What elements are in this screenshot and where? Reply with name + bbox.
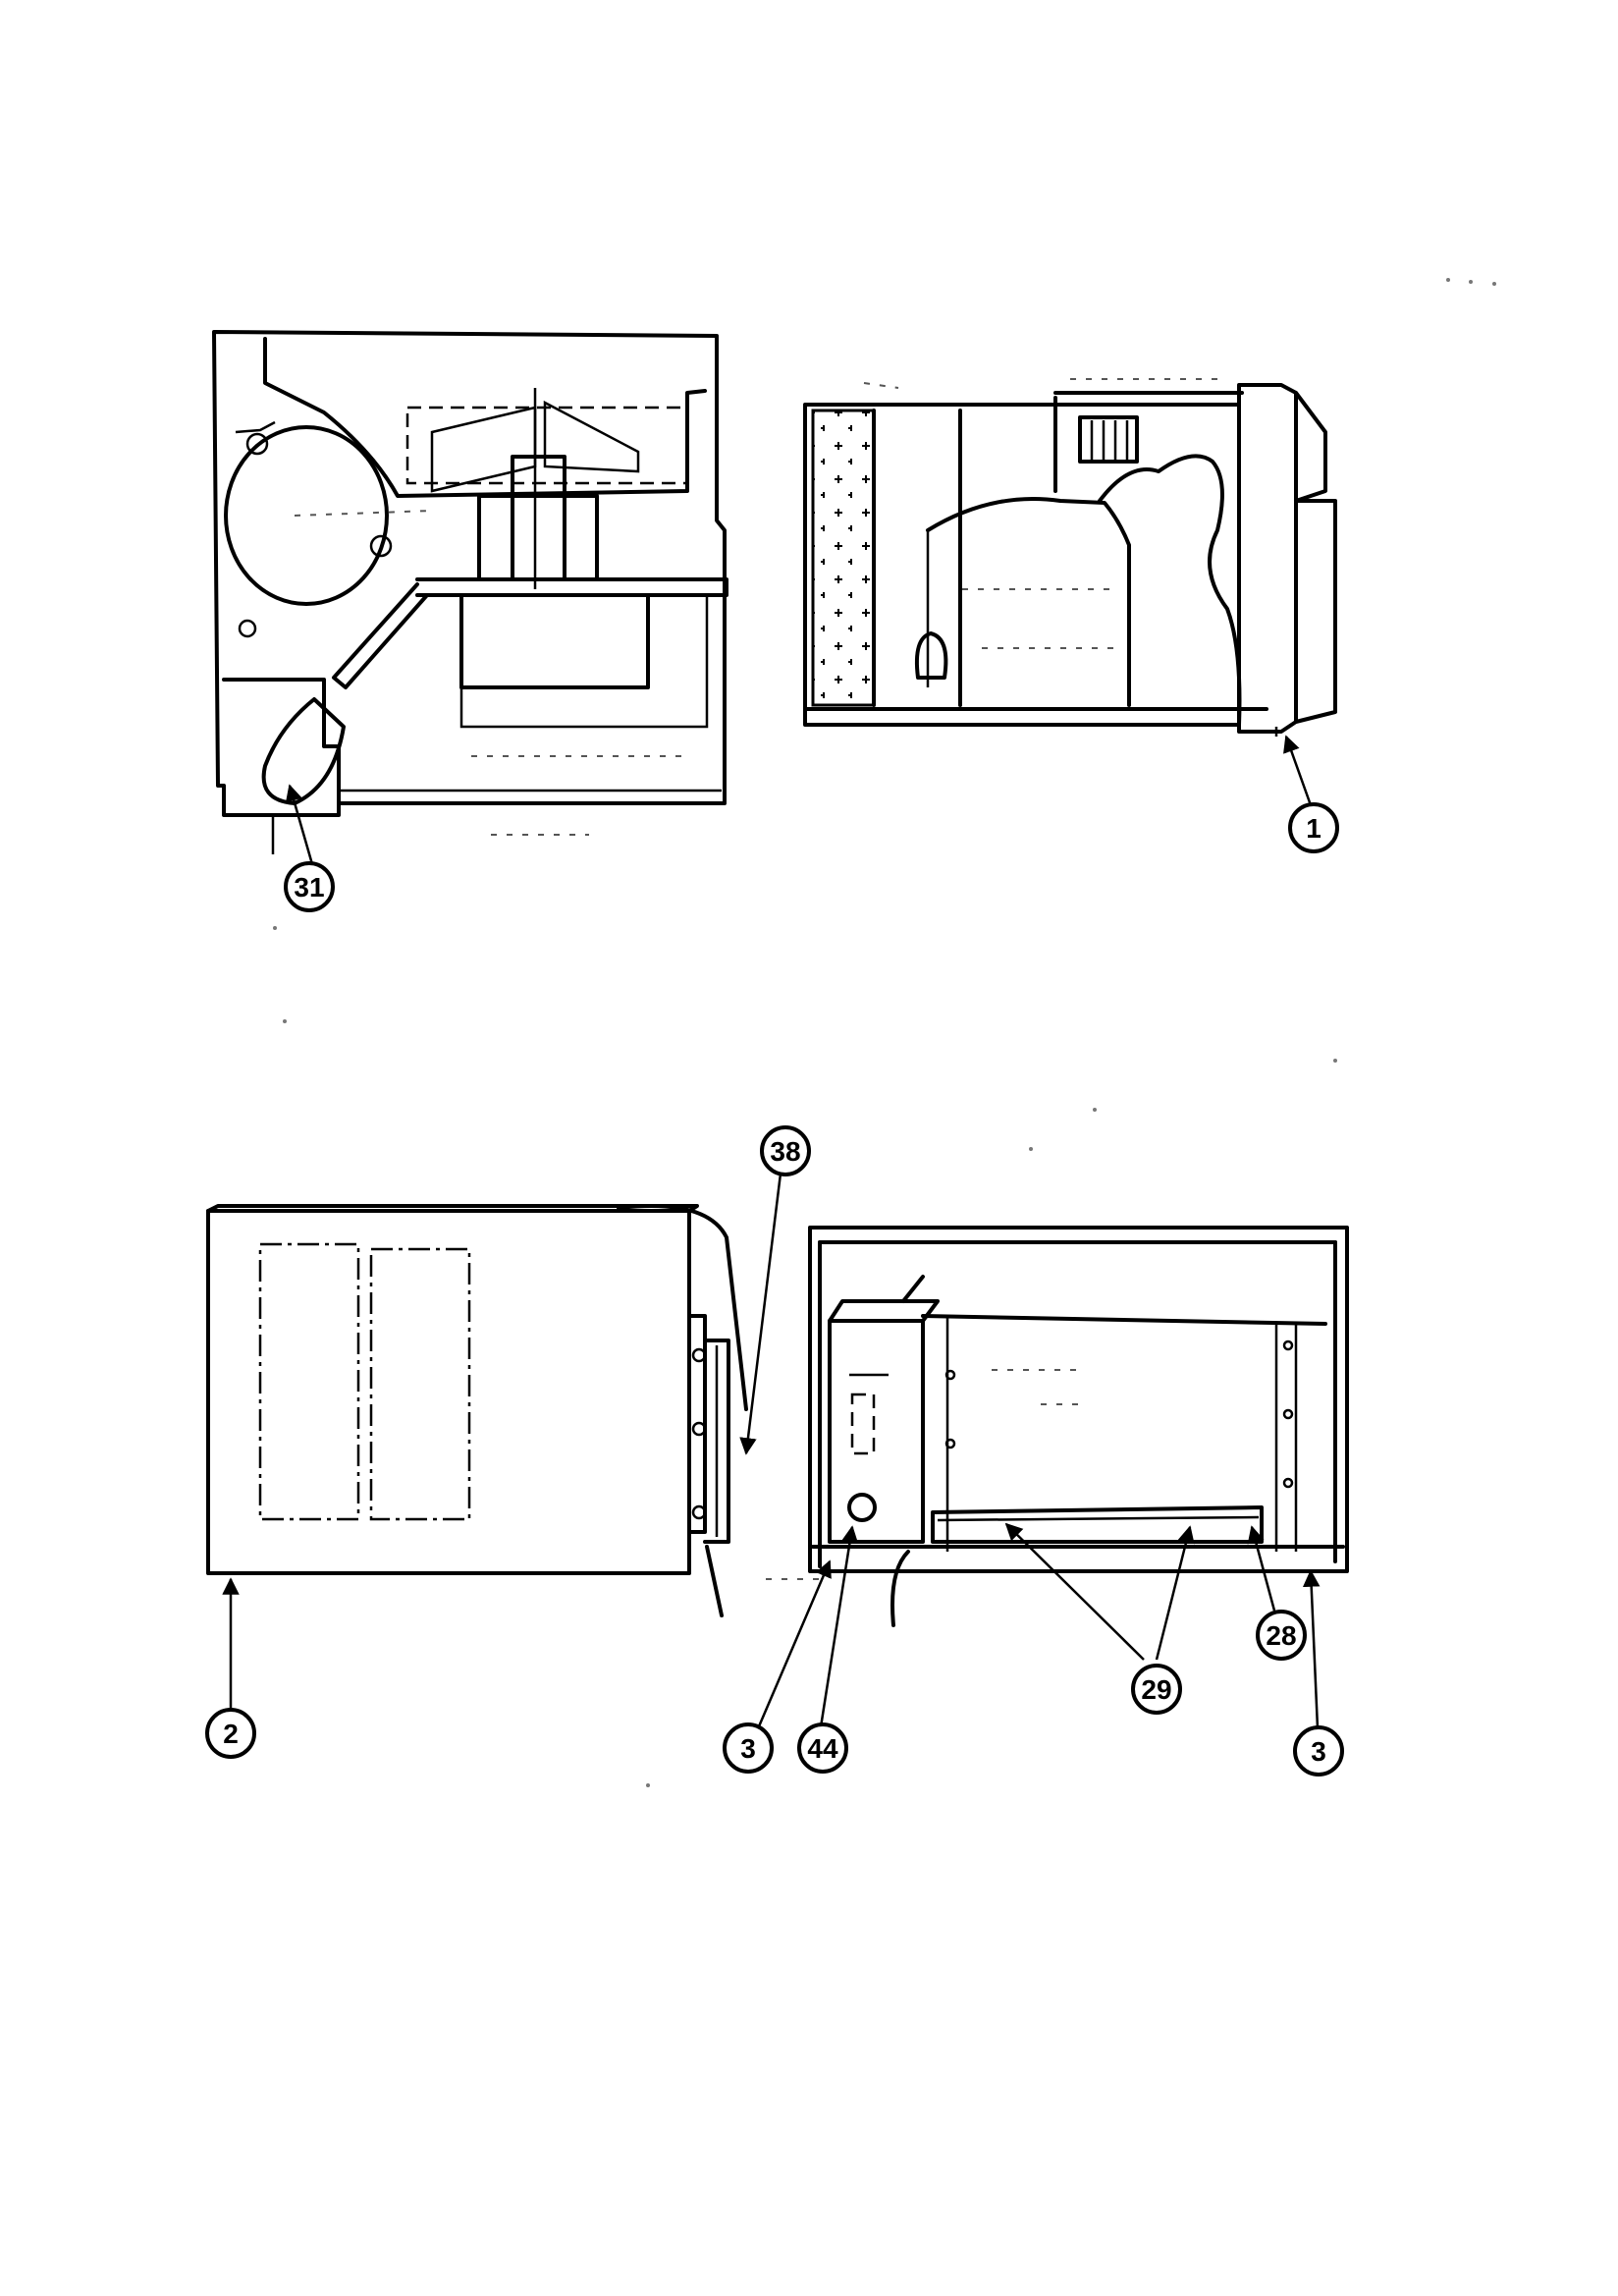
callout-28-label: 28 <box>1266 1620 1296 1651</box>
callout-44: 44 <box>797 1722 848 1774</box>
view-top-right <box>803 378 1337 806</box>
callout-2-label: 2 <box>223 1719 239 1749</box>
callout-44-label: 44 <box>807 1733 838 1764</box>
scan-specks <box>273 278 1496 1787</box>
view-bottom-right <box>754 1226 1349 1734</box>
callout-3-right-label: 3 <box>1311 1736 1326 1767</box>
callout-38-label: 38 <box>770 1136 800 1167</box>
callout-3-left: 3 <box>723 1722 774 1774</box>
callout-3-right: 3 <box>1293 1725 1344 1777</box>
callout-31-label: 31 <box>294 872 324 902</box>
view-top-left <box>212 330 728 865</box>
callout-31: 31 <box>284 861 335 912</box>
callout-3-left-label: 3 <box>740 1733 756 1764</box>
callout-28: 28 <box>1256 1610 1307 1661</box>
callout-2: 2 <box>205 1708 256 1759</box>
callout-1-label: 1 <box>1306 813 1321 844</box>
view-bottom-left <box>206 1173 782 1709</box>
callout-29-label: 29 <box>1141 1674 1171 1705</box>
callout-29: 29 <box>1131 1664 1182 1715</box>
callout-1: 1 <box>1288 802 1339 853</box>
callout-38: 38 <box>760 1125 811 1176</box>
